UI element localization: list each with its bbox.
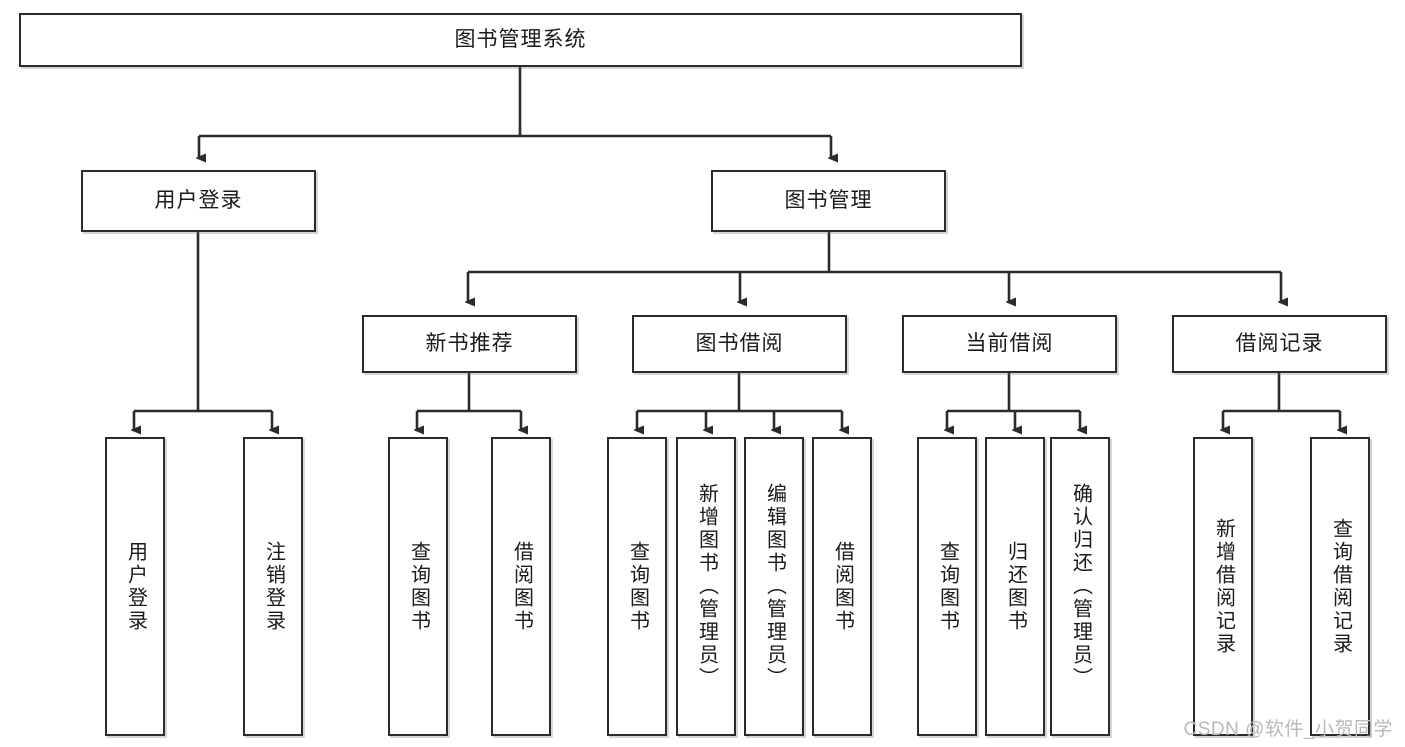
- leaf-book-borrow-add[interactable]: 新增图书（管理员）: [676, 437, 736, 736]
- leaf-label: 借阅图书: [510, 540, 533, 633]
- leaf-user-login-login[interactable]: 用户登录: [105, 437, 165, 736]
- node-root-label: 图书管理系统: [454, 28, 587, 52]
- leaf-current-borrow-query[interactable]: 查询图书: [917, 437, 977, 736]
- node-user-login[interactable]: 用户登录: [81, 170, 316, 232]
- leaf-book-borrow-edit[interactable]: 编辑图书（管理员）: [744, 437, 804, 736]
- node-root[interactable]: 图书管理系统: [19, 13, 1022, 67]
- node-current-borrow[interactable]: 当前借阅: [902, 315, 1117, 373]
- leaf-label: 借阅图书: [831, 540, 854, 633]
- leaf-label: 归还图书: [1004, 540, 1027, 633]
- node-user-login-label: 用户登录: [154, 189, 243, 213]
- leaf-user-login-logout[interactable]: 注销登录: [243, 437, 303, 736]
- node-book-management[interactable]: 图书管理: [711, 170, 946, 232]
- leaf-label: 查询借阅记录: [1329, 517, 1352, 656]
- leaf-new-book-borrow[interactable]: 借阅图书: [491, 437, 551, 736]
- node-borrow-record[interactable]: 借阅记录: [1172, 315, 1387, 373]
- leaf-label: 用户登录: [124, 540, 147, 633]
- leaf-book-borrow-lend[interactable]: 借阅图书: [812, 437, 872, 736]
- node-borrow-record-label: 借阅记录: [1235, 332, 1324, 356]
- leaf-borrow-record-add[interactable]: 新增借阅记录: [1193, 437, 1253, 736]
- leaf-label: 新增图书（管理员）: [695, 483, 718, 690]
- leaf-label: 编辑图书（管理员）: [763, 483, 786, 690]
- leaf-label: 注销登录: [262, 540, 285, 633]
- node-current-borrow-label: 当前借阅: [965, 332, 1054, 356]
- leaf-current-borrow-confirm-return[interactable]: 确认归还（管理员）: [1050, 437, 1110, 736]
- leaf-label: 查询图书: [407, 540, 430, 633]
- leaf-label: 确认归还（管理员）: [1069, 483, 1092, 690]
- node-book-borrow-label: 图书借阅: [695, 332, 784, 356]
- node-new-book-recommend[interactable]: 新书推荐: [362, 315, 577, 373]
- leaf-book-borrow-query[interactable]: 查询图书: [607, 437, 667, 736]
- leaf-label: 查询图书: [936, 540, 959, 633]
- node-new-book-recommend-label: 新书推荐: [425, 332, 514, 356]
- leaf-label: 新增借阅记录: [1212, 517, 1235, 656]
- node-book-borrow[interactable]: 图书借阅: [632, 315, 847, 373]
- leaf-current-borrow-return[interactable]: 归还图书: [985, 437, 1045, 736]
- leaf-borrow-record-query[interactable]: 查询借阅记录: [1310, 437, 1370, 736]
- leaf-label: 查询图书: [626, 540, 649, 633]
- node-book-management-label: 图书管理: [784, 189, 873, 213]
- leaf-new-book-query[interactable]: 查询图书: [388, 437, 448, 736]
